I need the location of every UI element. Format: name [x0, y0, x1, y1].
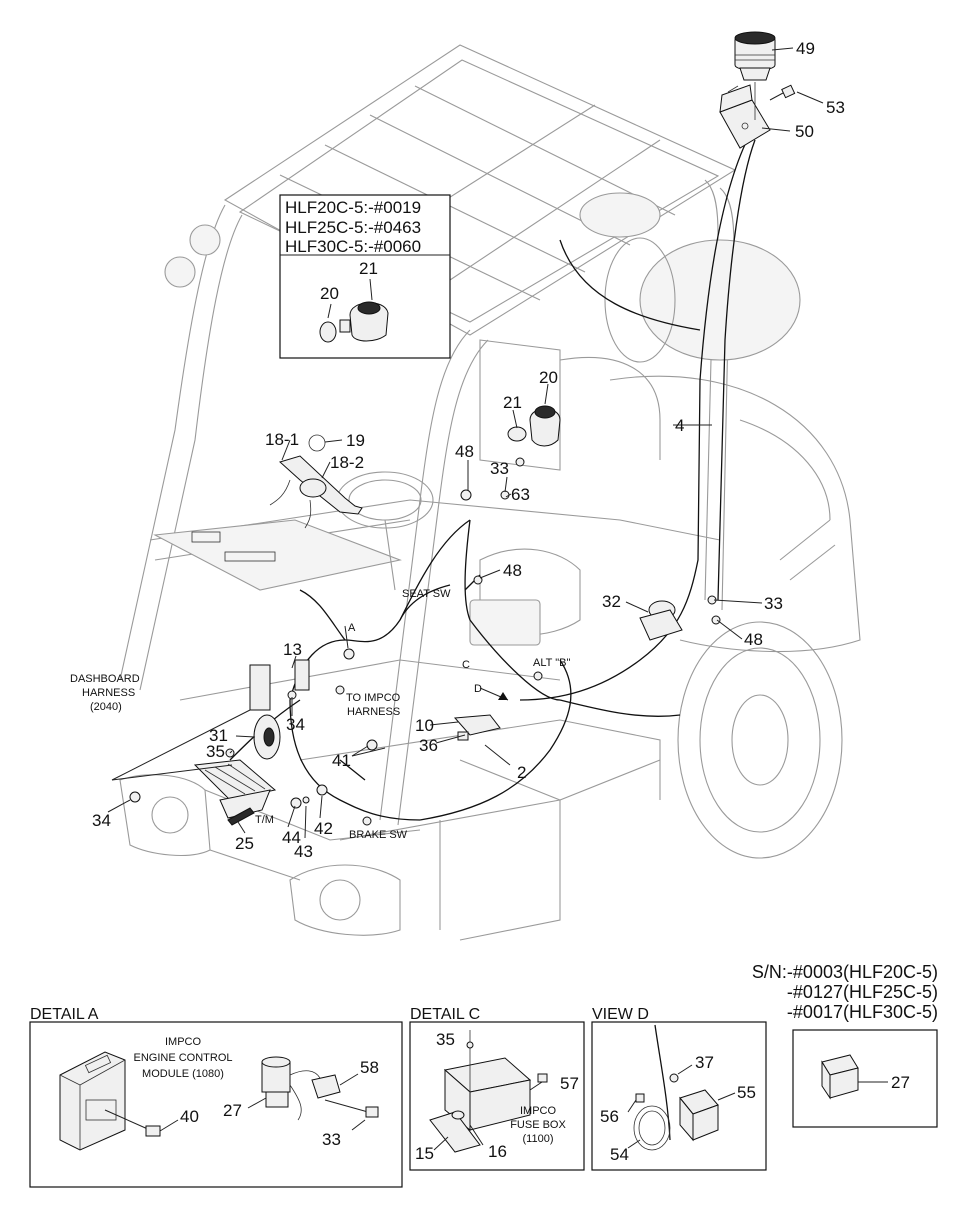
label-alt-b: ALT "B": [533, 657, 570, 669]
inset-model-3: HLF30C-5:-#0060: [285, 237, 421, 256]
callout-36: 36: [419, 736, 438, 755]
wiring-harness: [229, 137, 756, 821]
callout-44: 44: [282, 828, 301, 847]
callout-48-upper: 48: [455, 442, 474, 461]
bracket-13-part: [249, 659, 310, 711]
horn-part: [253, 714, 281, 760]
relay-27-panel: 27: [792, 1029, 938, 1128]
callout-41: 41: [332, 751, 351, 770]
callout-48-seat: 48: [503, 561, 522, 580]
label-to-impco: TO IMPCO: [346, 692, 401, 704]
inset-callout-21: 21: [359, 259, 378, 278]
detail-a-title: DETAIL A: [30, 1006, 99, 1023]
callout-18-2: 18-2: [330, 453, 364, 472]
ecm-label-3: MODULE (1080): [142, 1068, 224, 1080]
ecm-label-2: ENGINE CONTROL: [133, 1052, 232, 1064]
label-detail-c-marker: C: [462, 659, 470, 671]
callout-49: 49: [796, 39, 815, 58]
detail-c-15: 15: [415, 1144, 434, 1163]
label-dashboard-harness: HARNESS: [82, 687, 135, 699]
key-switch-part: [507, 405, 561, 447]
detail-c-57: 57: [560, 1074, 579, 1093]
fuse-label-1: IMPCO: [520, 1105, 557, 1117]
view-d-title: VIEW D: [592, 1006, 649, 1023]
view-d-54: 54: [610, 1145, 629, 1164]
callout-33-right: 33: [764, 594, 783, 613]
callout-63: 63: [511, 485, 530, 504]
view-d-55: 55: [737, 1083, 756, 1102]
detail-a-40: 40: [180, 1107, 199, 1126]
beacon-lamp-part: [734, 31, 776, 81]
view-d-37: 37: [695, 1053, 714, 1072]
leader-lines: [107, 47, 824, 839]
view-d-56: 56: [600, 1107, 619, 1126]
fuse-label-2: FUSE BOX: [510, 1119, 566, 1131]
callout-35: 35: [206, 742, 225, 761]
label-detail-a-marker: A: [348, 622, 356, 634]
callout-10: 10: [415, 716, 434, 735]
inset-model-2: HLF25C-5:-#0463: [285, 218, 421, 237]
detail-c-35: 35: [436, 1030, 455, 1049]
detail-c-panel: DETAIL C 35 57 IMPCO FUSE BOX (1100) 15 …: [409, 1006, 585, 1171]
serial-line-3: -#0017(HLF30C-5): [787, 1002, 938, 1022]
label-dashboard: DASHBOARD: [70, 673, 140, 685]
detail-c-16: 16: [488, 1142, 507, 1161]
callout-20: 20: [539, 368, 558, 387]
callout-34-horn: 34: [286, 715, 305, 734]
detail-c-title: DETAIL C: [410, 1006, 480, 1023]
wire-labels: SEAT SW DASHBOARD HARNESS (2040) A C D A…: [70, 588, 570, 841]
inset-model-1: HLF20C-5:-#0019: [285, 198, 421, 217]
serial-line-2: -#0127(HLF25C-5): [787, 982, 938, 1002]
forklift-body: [119, 44, 861, 941]
callouts: 49 53 50 20 21 4 18-1 19 18-2 48 33 63 4…: [92, 39, 845, 861]
callout-21: 21: [503, 393, 522, 412]
callout-31: 31: [209, 726, 228, 745]
relay-32-part: [639, 600, 683, 641]
callout-13: 13: [283, 640, 302, 659]
callout-50: 50: [795, 122, 814, 141]
callout-34-pedal: 34: [92, 811, 111, 830]
ecm-label-1: IMPCO: [165, 1036, 202, 1048]
model-inset: HLF20C-5:-#0019 HLF25C-5:-#0463 HLF30C-5…: [279, 194, 451, 359]
callout-43: 43: [294, 842, 313, 861]
detail-a-58: 58: [360, 1058, 379, 1077]
callout-19: 19: [346, 431, 365, 450]
bolt-53-part: [769, 84, 796, 101]
callout-25: 25: [235, 834, 254, 853]
callout-48-right: 48: [744, 630, 763, 649]
label-seat-sw: SEAT SW: [402, 588, 451, 600]
detail-a-33: 33: [322, 1130, 341, 1149]
label-dashboard-code: (2040): [90, 701, 122, 713]
serial-note: S/N:-#0003(HLF20C-5) -#0127(HLF25C-5) -#…: [752, 962, 938, 1022]
detail-a-panel: DETAIL A IMPCO ENGINE CONTROL MODULE (10…: [29, 1006, 403, 1188]
detail-a-27: 27: [223, 1101, 242, 1120]
callout-42: 42: [314, 819, 333, 838]
label-tm: T/M: [255, 814, 274, 826]
callout-4: 4: [675, 416, 684, 435]
callout-2: 2: [517, 763, 526, 782]
fasteners: [129, 457, 721, 826]
view-d-panel: VIEW D 54 56 37 55: [591, 1006, 767, 1171]
callout-32: 32: [602, 592, 621, 611]
callout-53: 53: [826, 98, 845, 117]
serial-line-1: S/N:-#0003(HLF20C-5): [752, 962, 938, 982]
label-view-d-marker: D: [474, 683, 482, 695]
callout-18-1: 18-1: [265, 430, 299, 449]
accelerator-pedal-part: [193, 759, 277, 826]
beacon-bracket-part: [719, 82, 771, 149]
inset-callout-20: 20: [320, 284, 339, 303]
label-brake-sw: BRAKE SW: [349, 829, 408, 841]
callout-33-upper: 33: [490, 459, 509, 478]
relay-27-callout: 27: [891, 1073, 910, 1092]
combination-switch-part: [269, 434, 363, 529]
fuse-label-3: (1100): [523, 1133, 554, 1145]
label-impco-harness: HARNESS: [347, 706, 400, 718]
